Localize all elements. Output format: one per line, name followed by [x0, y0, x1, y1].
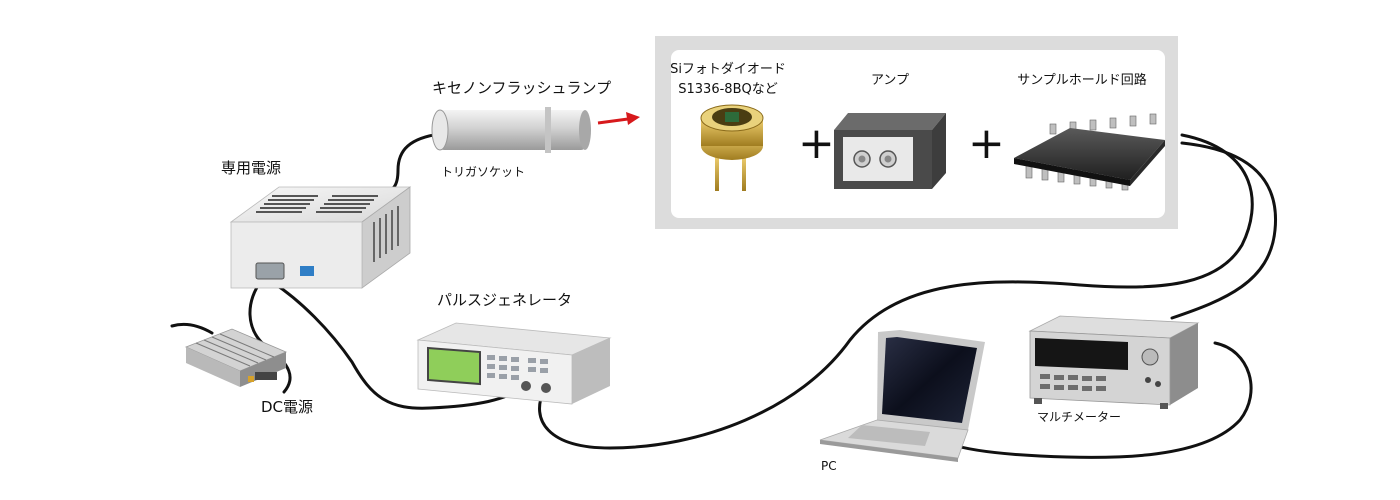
pulse-generator	[416, 322, 612, 405]
photodiode-icon	[700, 104, 764, 191]
xenon-lamp-label: キセノンフラッシュランプ	[432, 79, 611, 97]
cable-lamp-power	[381, 132, 442, 196]
cable-dc-input	[170, 322, 214, 335]
plus-2: +	[968, 118, 1005, 169]
cable-power-pulse	[270, 280, 526, 410]
ic-chip-icon	[1014, 113, 1165, 191]
multimeter-label: マルチメーター	[1037, 410, 1121, 424]
multimeter	[1028, 315, 1200, 409]
cable-samplehold-multimeter	[1170, 141, 1278, 320]
cable-pulse-multimeter	[538, 133, 1254, 450]
cables	[170, 132, 1278, 459]
power-supply-label: 専用電源	[221, 159, 281, 177]
power-supply-unit	[229, 186, 412, 289]
photodiode-label-line2: S1336-8BQなど	[678, 82, 777, 97]
pulse-generator-label: パルスジェネレータ	[437, 291, 572, 309]
dc-power-unit	[184, 328, 288, 387]
amplifier-label: アンプ	[871, 73, 909, 88]
laptop-pc	[819, 330, 985, 462]
plus-1: +	[798, 118, 835, 169]
xenon-lamp	[431, 107, 591, 153]
amplifier-box-icon	[834, 113, 946, 189]
red-arrow-icon	[597, 112, 640, 125]
cable-multimeter-pc	[948, 341, 1253, 459]
sample-hold-label: サンプルホールド回路	[1017, 72, 1147, 88]
photodiode-label-line1: Siフォトダイオード	[670, 62, 786, 77]
pc-label: PC	[821, 459, 837, 473]
dc-power-label: DC電源	[261, 398, 313, 416]
trigger-socket-label: トリガソケット	[441, 165, 525, 179]
